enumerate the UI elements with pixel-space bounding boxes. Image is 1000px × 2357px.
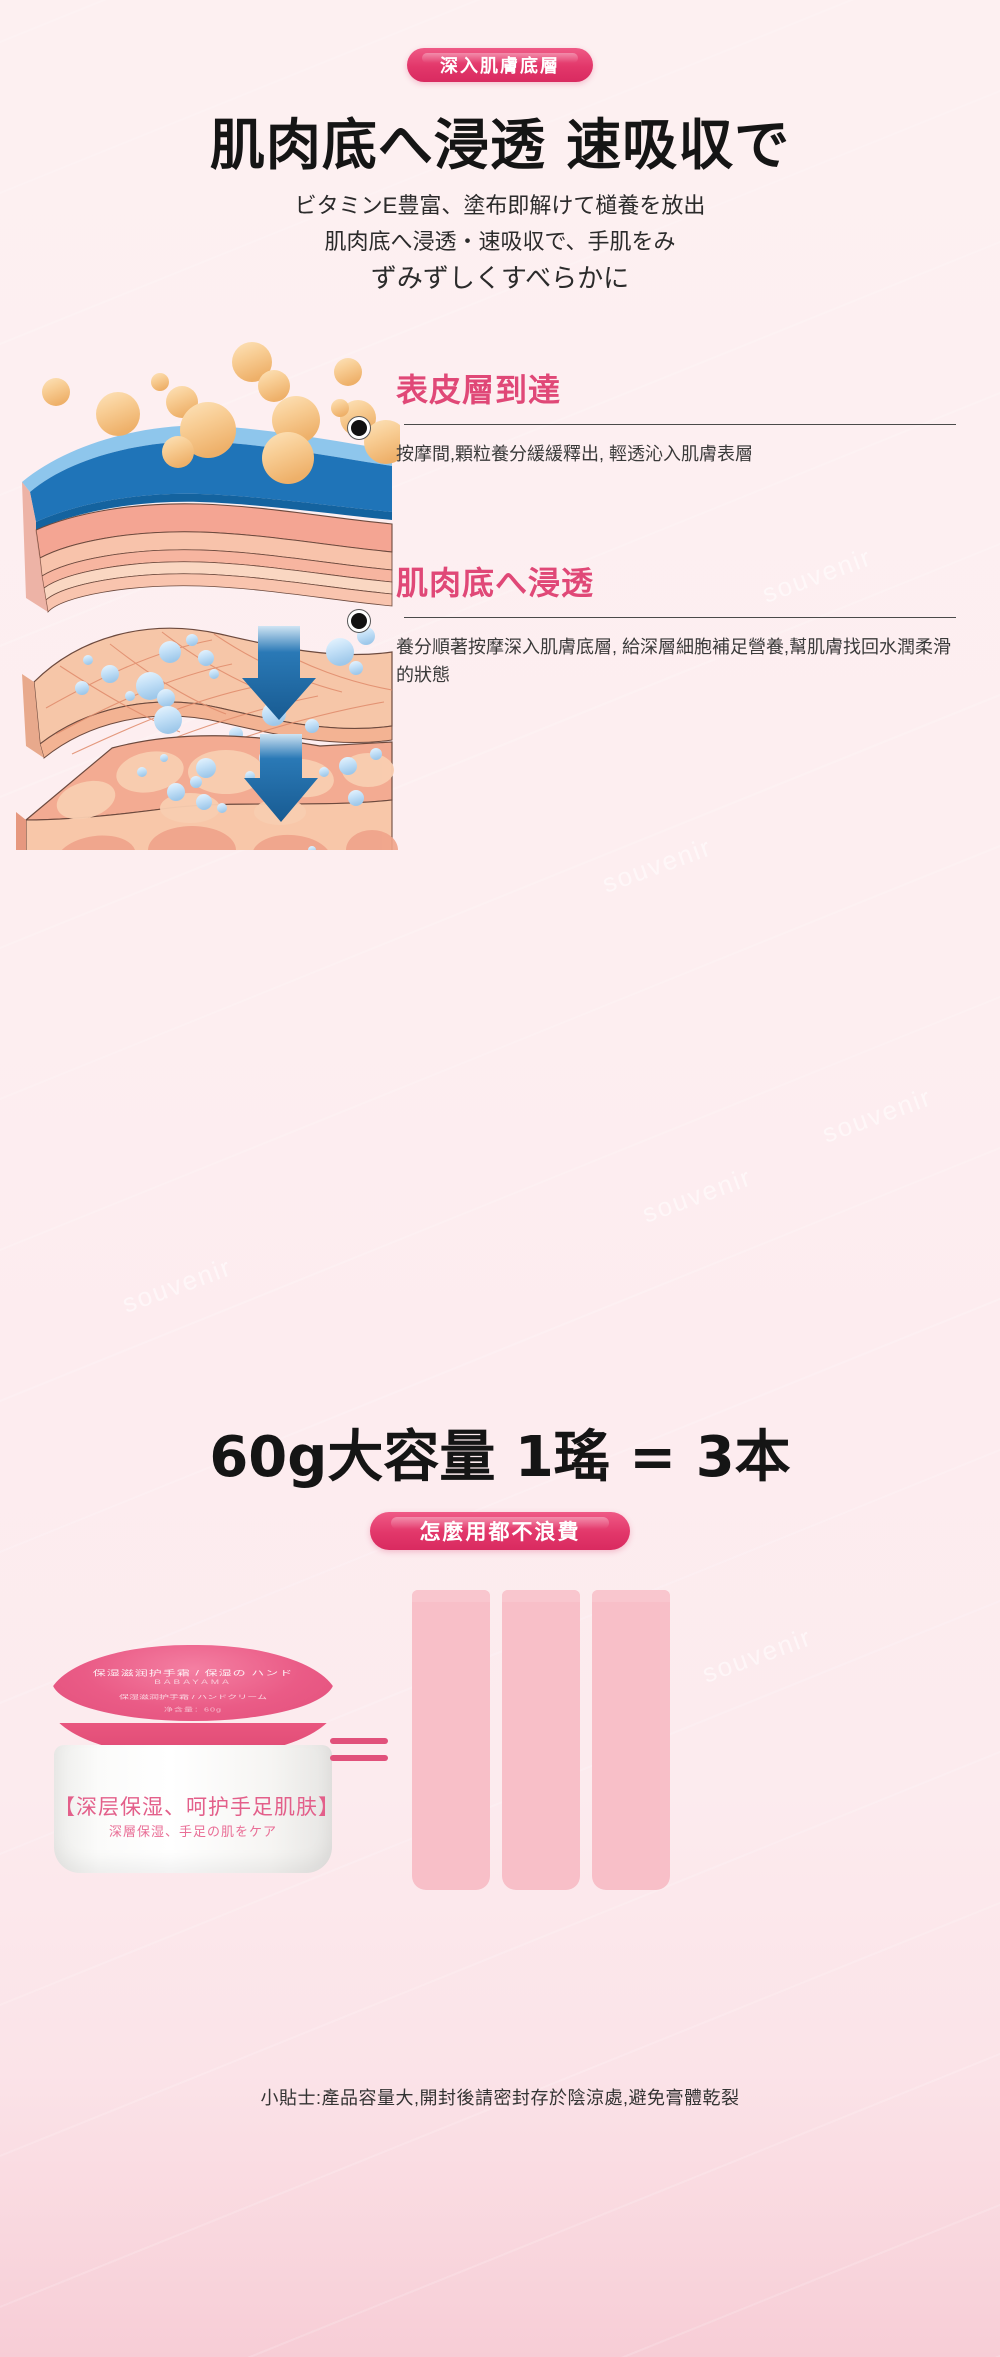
callout-deep-layer-leader	[348, 610, 956, 632]
jar-lid: 保湿滋润护手霜 / 保湿の ハンド BABAYAMA 保湿滋润护手霜 / ハンド…	[48, 1645, 338, 1757]
hero-subtitle-line-2: 肌肉底へ浸透・速吸収で、手肌をみ	[324, 229, 676, 254]
watermark-text: souvenir	[638, 1161, 756, 1229]
jar-lid-top-surface	[52, 1645, 334, 1721]
callout-deep-layer-body: 養分順著按摩深入肌膚底層, 給深層細胞補足營養,幫肌膚找回水潤柔滑的狀態	[396, 637, 951, 685]
volume-headline: 60g大容量 1瑤 = 3本	[209, 1425, 791, 1490]
watermark-text: souvenir	[118, 1251, 236, 1319]
equals-bar-top	[330, 1738, 388, 1744]
storage-tip-note: 小貼士:產品容量大,開封後請密封存於陰涼處,避免膏體乾裂	[260, 2088, 740, 2108]
callout-epidermis-body: 按摩間,顆粒養分緩緩釋出, 輕透沁入肌膚表層	[396, 444, 754, 464]
penetration-arrow-upper	[242, 626, 316, 720]
jar-lid-sublabel: 保湿滋润护手霜 / ハンドクリーム	[118, 1694, 268, 1701]
callout-epidermis: 表皮層到達 按摩間,顆粒養分緩緩釋出, 輕透沁入肌膚表層	[348, 365, 956, 469]
penetration-arrow-lower	[244, 734, 318, 822]
jar-brand-name: BABAYAMA	[154, 1679, 232, 1686]
nutrient-beads	[42, 342, 400, 484]
leader-dot-icon	[348, 417, 370, 439]
jar-body: 【深层保湿、呵护手足肌肤】 深層保湿、手足の肌をケア	[54, 1745, 332, 1873]
comparison-tube	[412, 1590, 490, 1890]
volume-badge-label: 怎麼用都不浪費	[419, 1521, 581, 1544]
leader-line	[404, 424, 956, 425]
page-title: 肌肉底へ浸透 速吸収で	[209, 113, 791, 177]
volume-badge: 怎麼用都不浪費	[370, 1512, 630, 1550]
leader-line	[404, 617, 956, 618]
comparison-tube	[592, 1590, 670, 1890]
jar-label-chinese: 【深层保湿、呵护手足肌肤】	[54, 1796, 332, 1819]
watermark-text: souvenir	[598, 831, 716, 899]
watermark-text: souvenir	[818, 1081, 936, 1149]
callout-epidermis-title: 表皮層到達	[396, 371, 562, 409]
callout-epidermis-leader	[348, 417, 956, 439]
hero-badge-label: 深入肌膚底層	[440, 56, 560, 76]
equals-bar-bottom	[330, 1755, 388, 1761]
jar-lid-label: 保湿滋润护手霜 / 保湿の ハンド	[92, 1668, 294, 1678]
hero-subtitle-line-1: ビタミンE豊富、塗布即解けて檤養を放出	[294, 193, 706, 218]
comparison-tube	[502, 1590, 580, 1890]
epidermis-slab	[22, 425, 393, 613]
callout-deep-layer: 肌肉底へ浸透 養分順著按摩深入肌膚底層, 給深層細胞補足營養,幫肌膚找回水潤柔滑…	[348, 558, 956, 690]
jar-net-weight: 净含量：60g	[163, 1706, 223, 1713]
callout-deep-layer-title: 肌肉底へ浸透	[396, 564, 595, 602]
skin-layer-diagram	[0, 330, 400, 850]
product-jar: 保湿滋润护手霜 / 保湿の ハンド BABAYAMA 保湿滋润护手霜 / ハンド…	[48, 1645, 338, 1880]
hero-subtitle-line-3: ずみずしくすべらかに	[370, 263, 630, 293]
leader-dot-icon	[348, 610, 370, 632]
hero-badge: 深入肌膚底層	[407, 48, 593, 82]
jar-label-japanese: 深層保湿、手足の肌をケア	[108, 1824, 277, 1839]
equals-sign-icon	[330, 1738, 388, 1772]
product-comparison-row: 保湿滋润护手霜 / 保湿の ハンド BABAYAMA 保湿滋润护手霜 / ハンド…	[0, 1590, 1000, 2070]
